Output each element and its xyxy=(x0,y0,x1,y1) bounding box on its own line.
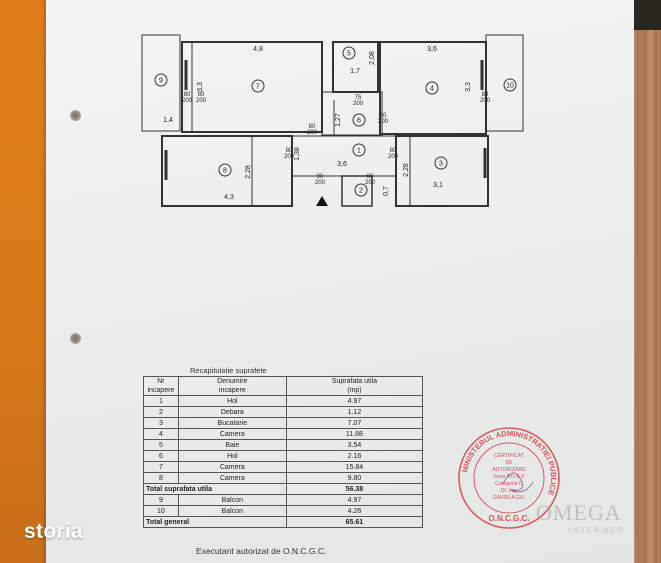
dim-room9-width: 1,4 xyxy=(163,117,173,124)
room-7-outline xyxy=(181,41,323,133)
door-w-9: 80 xyxy=(184,92,191,98)
header-area: Suprafata utila(mp) xyxy=(285,376,424,396)
door-w-4: 80 xyxy=(482,92,489,98)
room-5-outline xyxy=(332,41,379,93)
orange-background xyxy=(0,0,48,563)
room-label-10: 10 xyxy=(506,83,514,90)
hall-6-outline xyxy=(321,91,383,136)
entrance-arrow xyxy=(316,196,328,206)
dim-room5-width: 1,7 xyxy=(350,68,360,75)
balcony-9-outline xyxy=(141,34,181,132)
door-w-entry: 90 xyxy=(317,174,324,180)
pantry-2-outline xyxy=(341,175,373,207)
dim-room8-width: 4,3 xyxy=(224,194,234,201)
dim-hall-width: 3,6 xyxy=(337,161,347,168)
room-label-2: 2 xyxy=(359,188,363,195)
door-w-6b: 80 xyxy=(380,113,387,119)
door-h-3: 200 xyxy=(388,154,399,160)
door-h-8: 200 xyxy=(284,154,295,160)
svg-text:Categoria D: Categoria D xyxy=(495,481,523,487)
dim-room4-height: 3,3 xyxy=(465,82,472,92)
door-w-3: 80 xyxy=(390,148,397,154)
storia-logo: storia xyxy=(24,520,83,543)
stamp-bottom-text: O.N.C.G.C. xyxy=(489,514,530,523)
door-w-8: 80 xyxy=(286,148,293,154)
recap-caption: Recapitulatie suprafete xyxy=(190,366,267,375)
room-label-6: 6 xyxy=(357,118,361,125)
door-w-7: 80 xyxy=(198,92,205,98)
door-h-4: 200 xyxy=(480,98,491,104)
door-w-6a: 80 xyxy=(309,124,316,130)
room-3-outline xyxy=(395,135,489,207)
dim-room3-width: 3,1 xyxy=(433,182,443,189)
svg-text:Dl. Ing.: Dl. Ing. xyxy=(501,488,517,494)
dim-hall-height: 1,27 xyxy=(335,113,342,127)
room-label-8: 8 xyxy=(223,168,227,175)
official-stamp: MINISTERUL ADMINISTRATIEI PUBLICE CERTIF… xyxy=(458,427,560,529)
room-label-3: 3 xyxy=(439,161,443,168)
dim-room4-width: 3,6 xyxy=(427,46,437,53)
hall-1-outline xyxy=(291,135,397,177)
dim-door-height-138: 1,38 xyxy=(294,147,301,161)
door-w-2: 80 xyxy=(367,174,374,180)
room-label-9: 9 xyxy=(159,78,163,85)
svg-text:Seria RO-B-F: Seria RO-B-F xyxy=(493,474,524,480)
door-h-6b: 200 xyxy=(378,119,389,125)
dim-room8-height: 2,28 xyxy=(245,165,252,179)
svg-text:CERTIFICAT: CERTIFICAT xyxy=(494,453,525,459)
room-label-7: 7 xyxy=(256,84,260,91)
dim-room7-width: 4,8 xyxy=(253,46,263,53)
door-h-7: 200 xyxy=(196,98,207,104)
door-h-9: 200 xyxy=(182,98,193,104)
total-general-row: Total general 65.61 xyxy=(143,516,424,528)
total-useful-row: Total suprafata utila 56.38 xyxy=(143,483,424,495)
door-h-entry: 200 xyxy=(315,180,326,186)
executant-note: Executant autorizat de O.N.C.G.C. xyxy=(196,546,327,556)
svg-text:AUTORIZARE: AUTORIZARE xyxy=(492,467,526,473)
dim-room3-height: 2,28 xyxy=(403,163,410,177)
punch-hole-top xyxy=(70,110,81,121)
room-label-5: 5 xyxy=(347,51,351,58)
svg-text:GAVRILA GH.: GAVRILA GH. xyxy=(493,495,525,501)
omega-watermark-sub: INTERMED xyxy=(568,526,626,535)
balcony-10-outline xyxy=(485,34,524,132)
door-h-5: 200 xyxy=(353,101,364,107)
dim-room7-height: 3,3 xyxy=(197,82,204,92)
punch-hole-bottom xyxy=(70,333,81,344)
door-w-5: 75 xyxy=(355,95,362,101)
svg-text:DE: DE xyxy=(505,460,513,466)
omega-watermark: OMEGA xyxy=(536,500,622,525)
room-label-4: 4 xyxy=(430,86,434,93)
room-label-1: 1 xyxy=(357,148,361,155)
dim-room5-height: 2,08 xyxy=(369,51,376,65)
signature-mark xyxy=(502,472,534,493)
dim-pantry-height: 0,7 xyxy=(383,186,390,196)
door-h-6a: 200 xyxy=(307,130,318,136)
door-h-2: 200 xyxy=(365,180,376,186)
